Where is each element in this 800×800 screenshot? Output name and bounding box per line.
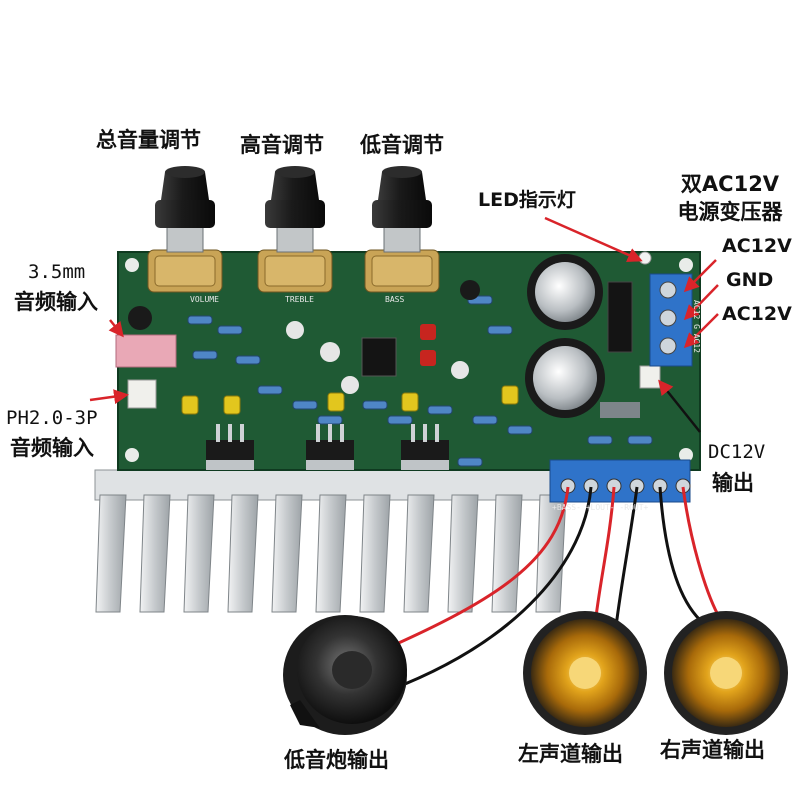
resistor — [192, 350, 218, 360]
label-transformer-line2: 电源变压器 — [677, 200, 783, 224]
left-speaker — [523, 611, 647, 735]
resistor — [387, 415, 413, 425]
knob[interactable] — [265, 166, 325, 228]
label-treble-control: 高音调节 — [240, 133, 324, 157]
label-35mm-line2: 音频输入 — [14, 290, 98, 314]
output-terminal — [549, 459, 691, 503]
label-dc12v-line2: 输出 — [712, 471, 754, 495]
resistor — [457, 457, 483, 467]
knob[interactable] — [155, 166, 215, 228]
label-ph-line2: 音频输入 — [10, 436, 94, 460]
resistor — [427, 405, 453, 415]
label-ac12v-top: AC12V — [722, 235, 792, 257]
capacitor — [501, 385, 519, 405]
resistor — [472, 415, 498, 425]
capacitor — [327, 392, 345, 412]
label-dc12v-line1: DC12V — [708, 441, 766, 463]
capacitor — [181, 395, 199, 415]
svg-text:VOLUME: VOLUME — [190, 295, 219, 304]
heatsink-fin — [227, 494, 259, 613]
heatsink-fin — [447, 494, 479, 613]
resistor — [317, 415, 343, 425]
resistor — [235, 355, 261, 365]
resistor — [587, 435, 613, 445]
components — [115, 251, 661, 418]
resistor — [187, 315, 213, 325]
right-speaker — [664, 611, 788, 735]
potentiometers — [147, 166, 440, 293]
power-terminal — [649, 273, 693, 367]
heatsink-fin — [359, 494, 391, 613]
heatsink-fin — [403, 494, 435, 613]
resistor — [257, 385, 283, 395]
label-gnd: GND — [726, 269, 774, 291]
heatsink-fin — [315, 494, 347, 613]
filter-capacitors — [525, 254, 605, 418]
label-left-output: 左声道输出 — [518, 742, 623, 766]
resistor — [627, 435, 653, 445]
heatsink — [94, 469, 567, 613]
label-ac12v-bottom: AC12V — [722, 303, 792, 325]
label-right-output: 右声道输出 — [660, 738, 765, 762]
heatsink-fin — [491, 494, 523, 613]
resistor — [217, 325, 243, 335]
transistor — [306, 424, 354, 470]
label-35mm-line1: 3.5mm — [28, 261, 86, 283]
capacitor — [401, 392, 419, 412]
heatsink-fin — [139, 494, 171, 613]
transistor — [206, 424, 254, 470]
resistor — [507, 425, 533, 435]
svg-text:TREBLE: TREBLE — [285, 295, 314, 304]
label-subwoofer-output: 低音炮输出 — [284, 748, 389, 772]
callout-arrows — [89, 216, 719, 405]
subwoofer-speaker — [283, 615, 407, 735]
resistor — [487, 325, 513, 335]
knob[interactable] — [372, 166, 432, 228]
svg-text:BASS: BASS — [385, 295, 404, 304]
resistor — [362, 400, 388, 410]
speaker-wires — [359, 486, 720, 692]
label-bass-control: 低音调节 — [360, 133, 444, 157]
resistor — [292, 400, 318, 410]
label-ph-line1: PH2.0-3P — [6, 407, 98, 429]
silkscreen: VOLUME TREBLE BASS +BASS- +LOUT- -ROUT+ … — [190, 295, 701, 512]
heatsink-fin — [183, 494, 215, 613]
capacitor — [223, 395, 241, 415]
potentiometer — [257, 166, 333, 293]
potentiometer — [147, 166, 223, 293]
svg-text:AC12 G AC12: AC12 G AC12 — [692, 300, 701, 353]
label-led-indicator: LED指示灯 — [478, 189, 576, 211]
label-transformer-line1: 双AC12V — [680, 172, 780, 196]
svg-text:+BASS- +LOUT- -ROUT+: +BASS- +LOUT- -ROUT+ — [552, 503, 649, 512]
dc-output-arrow — [658, 379, 701, 433]
transistor — [401, 424, 449, 470]
label-volume-control: 总音量调节 — [96, 128, 201, 152]
output-transistors — [206, 424, 449, 470]
heatsink-fin — [271, 494, 303, 613]
heatsink-fin — [95, 494, 127, 613]
potentiometer — [364, 166, 440, 293]
